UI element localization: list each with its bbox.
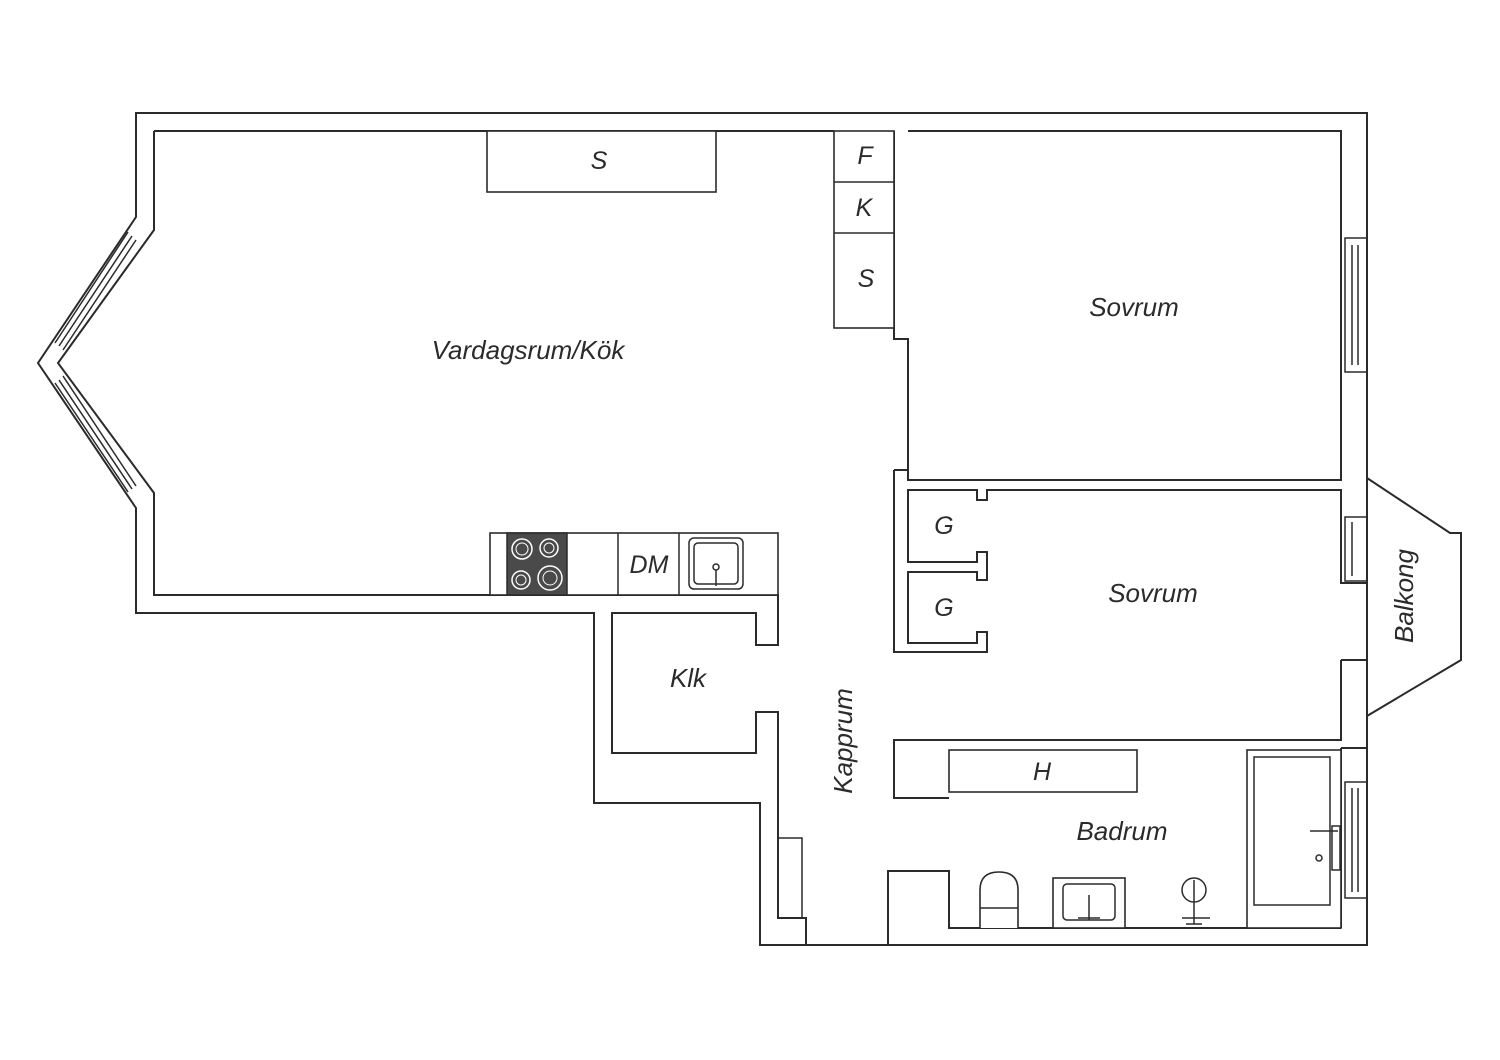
fixture-label-freezer: K <box>856 194 874 222</box>
bathroom-sink <box>1052 877 1126 929</box>
room-label-balcony: Balkong <box>1389 548 1419 642</box>
fixture-label-shelf: H <box>1033 758 1052 786</box>
balcony <box>1366 477 1462 717</box>
room-label-bathroom: Badrum <box>1076 816 1167 846</box>
room-label-closet: Klk <box>670 663 708 693</box>
wardrobe-top <box>486 130 717 193</box>
fixture-label-wardrobe-g2: G <box>934 594 953 622</box>
shower-fixture <box>1181 877 1210 925</box>
room-label-bedroom-2: Sovrum <box>1108 578 1198 608</box>
fixture-label-dishwasher: DM <box>630 551 669 579</box>
room-label-living-kitchen: Vardagsrum/Kök <box>432 335 627 365</box>
room-label-bedroom-1: Sovrum <box>1089 292 1179 322</box>
room-label-hall: Kapprum <box>828 688 858 794</box>
toilet <box>979 871 1019 928</box>
fixture-label-fridge: F <box>857 142 874 170</box>
kitchen-counter <box>489 532 779 596</box>
kitchen-sink <box>688 537 744 590</box>
windows-right <box>1344 237 1368 899</box>
fixture-label-wardrobe-side: S <box>858 265 875 293</box>
appliance-stack <box>833 130 895 329</box>
bay-window <box>54 231 137 493</box>
fixture-label-wardrobe-g1: G <box>934 512 953 540</box>
bathtub <box>1246 749 1342 929</box>
exterior-walls <box>36 112 1368 946</box>
interior-walls <box>778 469 1367 945</box>
fixture-label-wardrobe-top: S <box>591 147 608 175</box>
bathroom-shelf <box>948 749 1138 793</box>
